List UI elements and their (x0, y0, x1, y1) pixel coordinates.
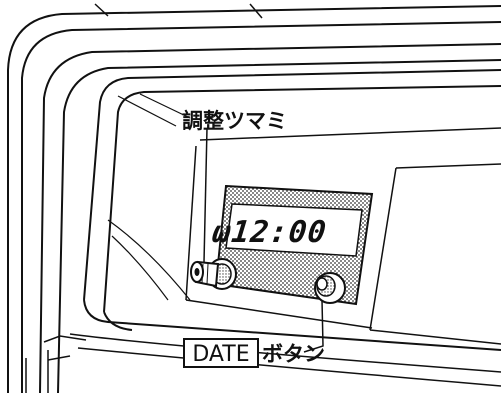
date-button[interactable] (314, 272, 346, 304)
adjust-knob-label: 調整ツマミ (182, 109, 287, 133)
control-plate (185, 127, 501, 329)
date-label-box (183, 338, 259, 368)
adjust-knob[interactable] (190, 258, 237, 290)
lcd-readout: ω12:00 (210, 215, 329, 250)
date-button-label: DATE ボタン (183, 338, 325, 368)
lcd-display: ω12:00 (210, 184, 374, 306)
date-label-text: DATE (192, 342, 249, 367)
cabinet-frame (7, 5, 501, 393)
reflection-lines (107, 93, 191, 301)
leader-lines (203, 127, 324, 353)
date-label-suffix: ボタン (262, 342, 325, 366)
inner-panel (83, 69, 501, 351)
right-window (369, 163, 501, 345)
frame-top-lines (94, 3, 263, 19)
